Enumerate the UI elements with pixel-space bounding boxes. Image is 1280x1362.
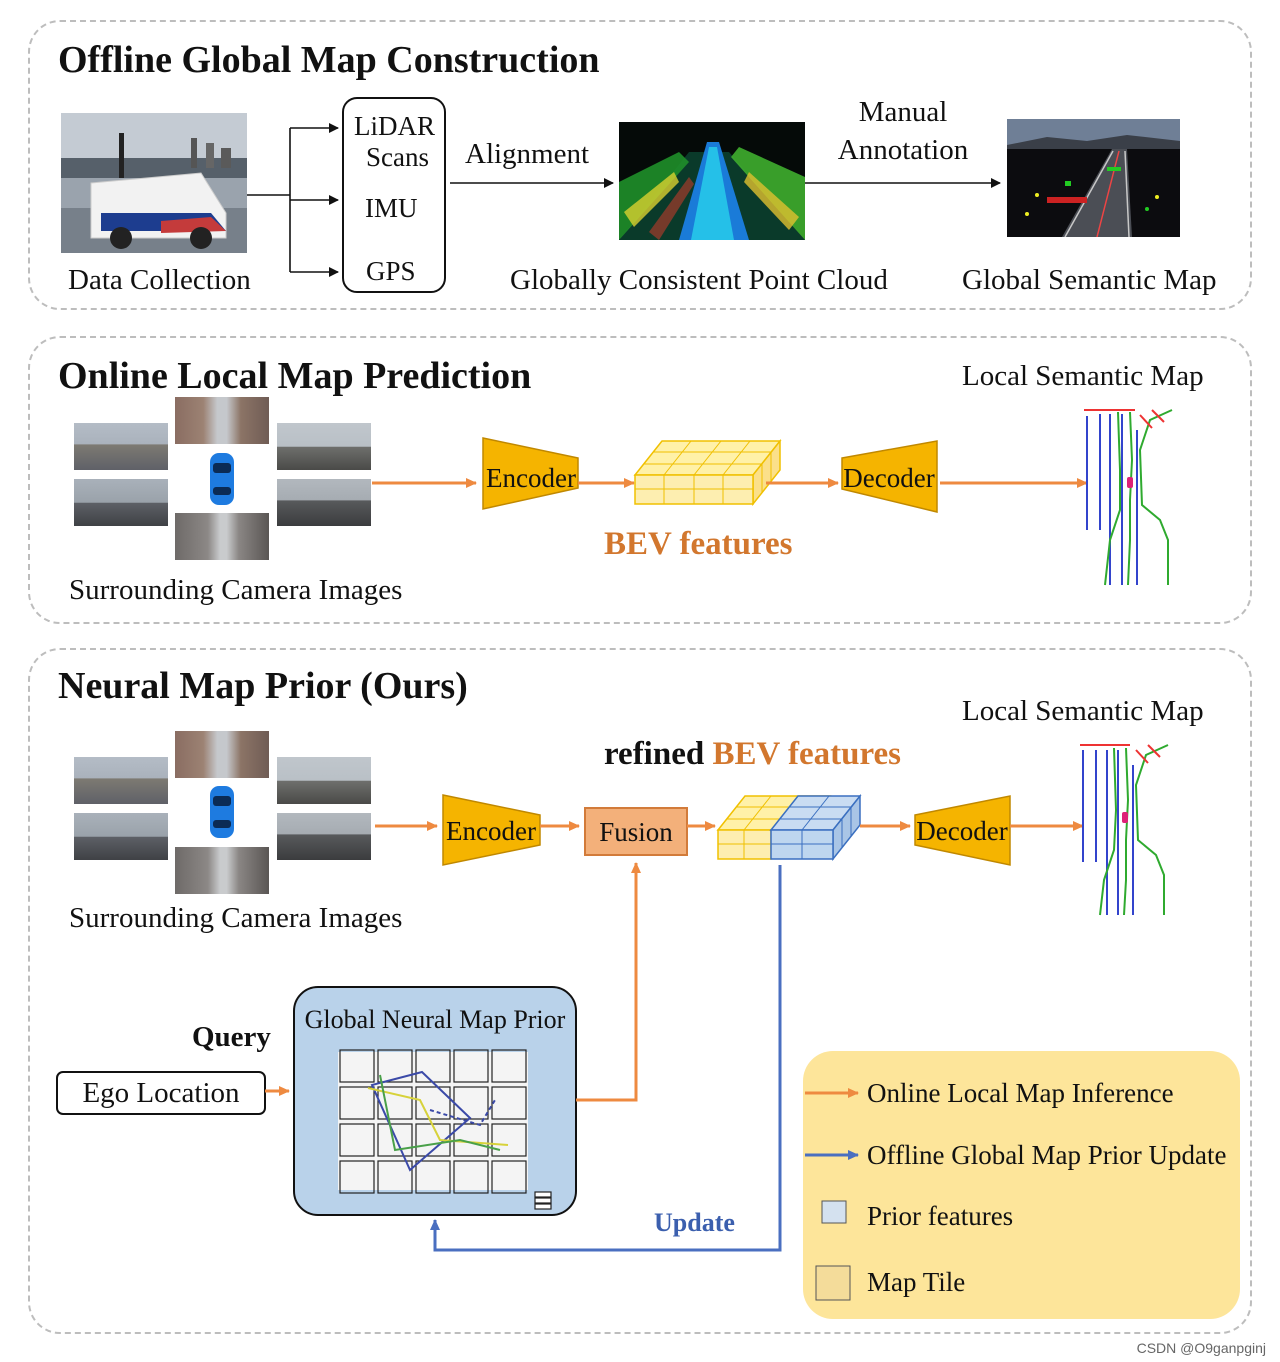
fusion-block: [584, 807, 688, 856]
data-collection-label: Data Collection: [68, 264, 251, 296]
camera-image-front-left: [74, 423, 168, 470]
ego-location-label: Ego Location: [82, 1077, 240, 1109]
data-collection-photo: [61, 113, 247, 253]
point-cloud-label: Globally Consistent Point Cloud: [510, 264, 888, 296]
point-cloud-image: [619, 122, 805, 240]
encoder-block: [482, 437, 579, 510]
camera-image-back: [175, 513, 269, 560]
camera-image-back: [175, 847, 269, 894]
camera-image-front: [175, 731, 269, 778]
update-label: Update: [654, 1208, 735, 1237]
camera-image-back-right: [277, 479, 371, 526]
legend-online-label: Online Local Map Inference: [867, 1078, 1174, 1108]
panel3-title: Neural Map Prior (Ours): [58, 665, 468, 707]
camera-image-back-left: [74, 479, 168, 526]
panel2-encoder-label: Encoder: [486, 463, 576, 493]
camera-image-front-right: [277, 423, 371, 470]
map-trajectories: [367, 1070, 509, 1172]
refined-bev-label: refined BEV features: [604, 736, 901, 773]
panel2-decoder-label: Decoder: [843, 463, 935, 493]
bev-features-cube: [633, 438, 782, 507]
manual-annotation-label-2: Annotation: [837, 134, 969, 166]
camera-image-front-left: [74, 757, 168, 804]
bev-features-label: BEV features: [604, 526, 793, 562]
panel3-encoder-label: Encoder: [446, 816, 536, 846]
panel-online-local-map: [28, 336, 1252, 624]
camera-image-back-right: [277, 813, 371, 860]
ego-car-icon: [210, 453, 234, 505]
legend-offline-label: Offline Global Map Prior Update: [867, 1140, 1227, 1170]
sensor-lidar: LiDAR: [354, 111, 435, 141]
encoder-block: [442, 794, 541, 866]
local-semantic-map-drawing: [1080, 744, 1169, 916]
local-semantic-map-drawing: [1084, 409, 1173, 586]
camera-image-front-right: [277, 757, 371, 804]
global-semantic-map-image: [1007, 119, 1180, 237]
panel2-cameras-label: Surrounding Camera Images: [69, 574, 403, 606]
decoder-block: [841, 440, 938, 513]
panel-offline-global-map: [28, 20, 1252, 310]
sensor-scans: Scans: [366, 142, 429, 172]
legend-prior-swatch: [821, 1200, 847, 1224]
panel2-title: Online Local Map Prediction: [58, 355, 532, 397]
ego-location-box: [56, 1071, 266, 1115]
fusion-label: Fusion: [599, 817, 673, 847]
database-icon: [534, 1191, 552, 1210]
global-prior-label: Global Neural Map Prior: [304, 1005, 566, 1034]
panel3-local-map-label: Local Semantic Map: [962, 695, 1204, 727]
decoder-block: [914, 795, 1011, 866]
legend-tile-swatch: [815, 1265, 851, 1301]
legend-prior-label: Prior features: [867, 1201, 1014, 1231]
refined-bev-features: BEV features: [712, 736, 901, 772]
query-label: Query: [192, 1021, 271, 1053]
camera-image-back-left: [74, 813, 168, 860]
manual-annotation-label-1: Manual: [858, 96, 948, 128]
alignment-label: Alignment: [465, 138, 590, 170]
refined-prefix: refined: [604, 736, 713, 772]
panel1-title: Offline Global Map Construction: [58, 39, 600, 81]
ego-car-icon: [210, 786, 234, 838]
panel-neural-map-prior: [28, 648, 1252, 1334]
panel2-pipeline: [372, 409, 1173, 586]
panel3-decoder-label: Decoder: [916, 816, 1008, 846]
sensor-imu: IMU: [365, 193, 418, 223]
global-semantic-map-label: Global Semantic Map: [962, 264, 1217, 296]
legend-box: [803, 1051, 1240, 1319]
sensor-gps: GPS: [366, 256, 416, 286]
panel3-pipeline: [56, 744, 1240, 1319]
watermark: CSDN @O9ganpginj: [1136, 1340, 1266, 1356]
refined-bev-cube: [716, 793, 862, 862]
panel1-arrows: [247, 97, 1001, 293]
legend-tile-label: Map Tile: [867, 1267, 966, 1297]
panel3-cameras-label: Surrounding Camera Images: [69, 902, 403, 934]
camera-image-front: [175, 397, 269, 444]
panel2-local-map-label: Local Semantic Map: [962, 360, 1204, 392]
map-tile-grid: [339, 1049, 527, 1194]
